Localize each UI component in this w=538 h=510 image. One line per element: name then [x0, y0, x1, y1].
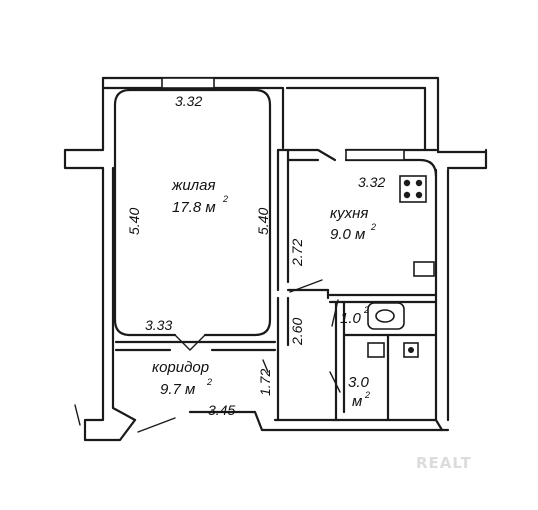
- living-door: [174, 334, 206, 351]
- entrance-door: [137, 417, 176, 433]
- toilet-door: [329, 371, 341, 393]
- kitchen-sink: [413, 261, 435, 277]
- corridor-area: 9.7 м: [160, 381, 195, 398]
- drain-icon: [408, 347, 414, 353]
- dim-living-right: 5.40: [255, 208, 271, 235]
- living-room-outline: [113, 77, 272, 351]
- dim-living-left: 5.40: [126, 208, 142, 235]
- window-kitchen: [345, 149, 405, 161]
- dim-corridor-bottom: 3.45: [208, 402, 235, 418]
- kitchen-area: 9.0 м: [330, 226, 365, 243]
- dim-living-bottom: 3.33: [145, 317, 172, 333]
- living-name: жилая: [171, 177, 215, 194]
- living-area: 17.8 м: [172, 199, 216, 216]
- washbasin: [367, 342, 385, 358]
- window-living: [161, 77, 215, 89]
- watermark: REALT: [416, 454, 472, 472]
- partitions: [74, 148, 438, 433]
- outer-walls: [63, 76, 488, 442]
- corridor-area-sup: 2: [206, 377, 212, 387]
- dim-corridor-right: 1.72: [257, 369, 273, 396]
- corridor-name: коридор: [152, 359, 209, 376]
- dim-kitchen-top: 3.32: [358, 174, 385, 190]
- kitchen-door: [289, 279, 323, 293]
- bath-door: [331, 299, 339, 327]
- corridor-door-mark: [262, 359, 269, 373]
- toilet-unit: м: [352, 393, 362, 410]
- bath-area-sup: 2: [363, 305, 369, 315]
- dim-living-top: 3.32: [175, 93, 202, 109]
- kitchen-area-sup: 2: [370, 222, 376, 232]
- toilet-area: 3.0: [348, 374, 370, 391]
- bath-sink: [367, 302, 405, 330]
- toilet-unit-sup: 2: [364, 390, 370, 400]
- dim-kitchen-left: 2.72: [289, 239, 305, 267]
- entrance-door-leaf: [74, 404, 81, 426]
- kitchen-name: кухня: [330, 205, 368, 222]
- living-area-sup: 2: [222, 194, 228, 204]
- bath-area: 1.0: [340, 310, 362, 327]
- stove: [399, 175, 427, 203]
- dim-corridor-mid: 2.60: [289, 318, 305, 346]
